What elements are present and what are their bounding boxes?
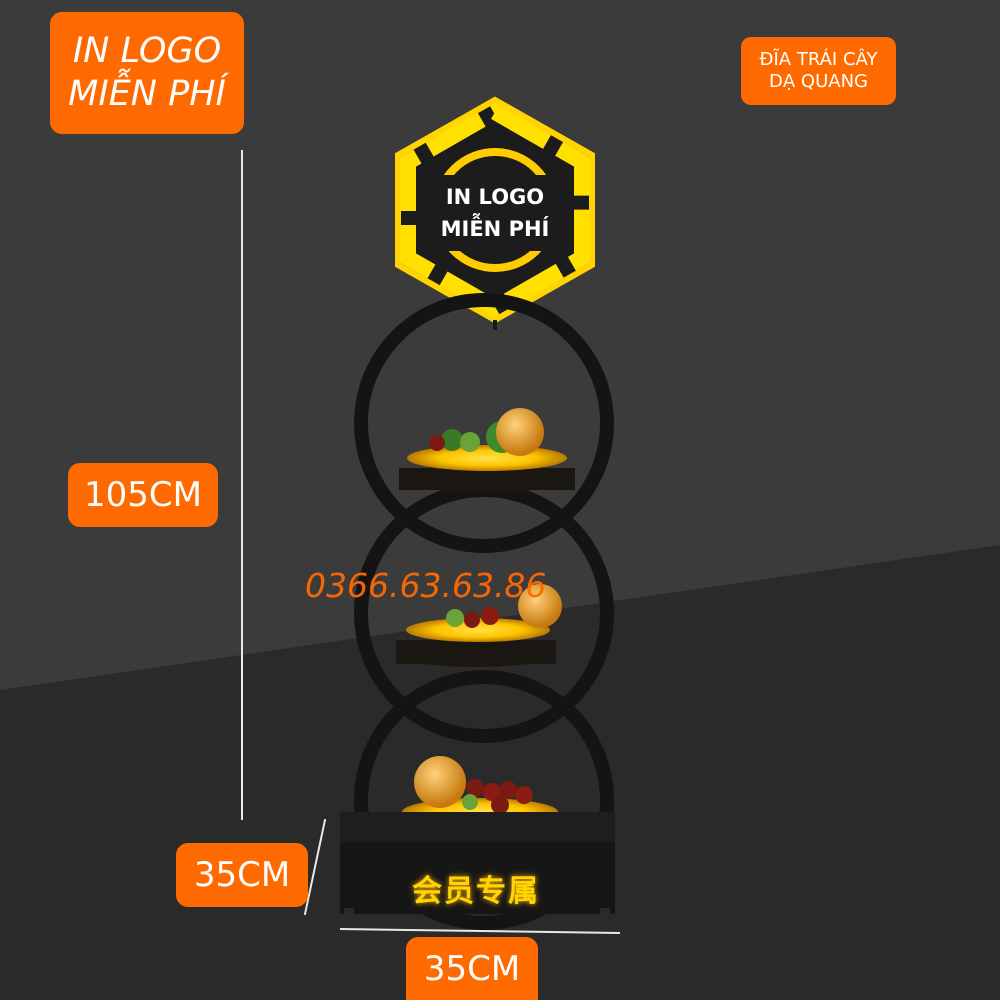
title-line1: ĐĨA TRÁI CÂY [759,48,878,70]
hexagon-logo-sign [395,96,595,330]
phone-watermark: 0366.63.63.86 [305,566,547,605]
height-badge: 105CM [68,463,218,527]
free-logo-line1: IN LOGO [72,31,222,72]
depth-badge: 35CM [176,843,308,907]
width-badge: 35CM [406,937,538,1000]
stand-base [340,812,615,916]
height-dimension-line [241,150,243,820]
title-line2: DẠ QUANG [769,71,868,92]
free-logo-badge: IN LOGO MIỄN PHÍ [50,12,244,134]
base-sign-text: 会员专属 [412,874,540,909]
product-title-badge: ĐĨA TRÁI CÂY DẠ QUANG [741,37,896,105]
fruit-plate-middle [396,584,562,667]
sign-logo-line1: IN LOGO [445,185,545,209]
fruit-plate-top [399,408,575,492]
sign-logo-text: IN LOGO MIỄN PHÍ [420,182,570,245]
free-logo-line2: MIỄN PHÍ [68,74,226,114]
sign-logo-line2: MIỄN PHÍ [440,216,550,241]
